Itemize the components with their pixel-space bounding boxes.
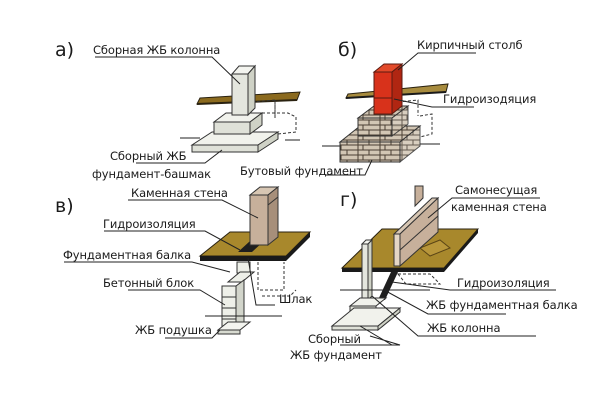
leader-line: [391, 281, 556, 291]
label-rc-pad: ЖБ подушка: [135, 323, 212, 337]
leader-line: [427, 197, 540, 219]
leader-line: [371, 295, 536, 337]
leader-line: [104, 230, 241, 251]
label-waterproofing-c: Гидроизоляция: [103, 217, 196, 231]
leader-line: [136, 149, 223, 164]
label-waterproofing-b: Гидроизодяция: [443, 92, 537, 106]
leader-line: [383, 289, 506, 315]
leader-line: [397, 52, 476, 71]
label-rc-foundation-beam: ЖБ фундаментная балка: [426, 298, 578, 312]
label-foundation-beam: Фундаментная балка: [63, 248, 192, 262]
label-brick-pillar: Кирпичный столб: [417, 38, 523, 52]
label-slag: Шлак: [279, 292, 313, 306]
leader-line: [393, 98, 474, 108]
label-stone-wall: Каменная стена: [131, 186, 228, 200]
label-precast: Сборный: [308, 332, 361, 346]
label-rubble-foundation: Бутовый фундамент: [240, 164, 363, 178]
leader-line: [95, 56, 241, 85]
leader-line: [64, 261, 231, 273]
panel-d-letter: г): [340, 189, 358, 211]
label-stone-wall-d: каменная стена: [451, 200, 547, 214]
label-self-bearing: Самонесущая: [455, 183, 538, 197]
panel-a-letter: а): [55, 39, 75, 61]
panel-b-drawing: [322, 52, 476, 176]
label-waterproofing-d: Гидроизоляция: [457, 276, 550, 290]
label-concrete-block: Бетонный блок: [103, 276, 195, 290]
label-rc-foundation: ЖБ фундамент: [290, 348, 382, 362]
panel-c-drawing: [64, 185, 312, 339]
foundation-beam: [236, 261, 251, 274]
leader-line: [325, 159, 373, 176]
leader-line: [165, 329, 221, 339]
label-rc-column: ЖБ колонна: [427, 321, 501, 335]
leader-line: [128, 199, 259, 219]
label-precast-rc-column: Сборная ЖБ колонна: [93, 43, 221, 57]
label-precast-rc: Сборный ЖБ: [110, 149, 187, 163]
panel-a-drawing: [95, 56, 301, 164]
panel-d-drawing: [330, 185, 556, 346]
leader-line: [340, 325, 401, 346]
leader-line: [247, 257, 275, 306]
leader-line: [128, 289, 226, 306]
panel-b-letter: б): [338, 39, 358, 61]
label-footing-shoe: фундамент-башмак: [92, 167, 212, 181]
panel-c-letter: в): [55, 195, 74, 217]
